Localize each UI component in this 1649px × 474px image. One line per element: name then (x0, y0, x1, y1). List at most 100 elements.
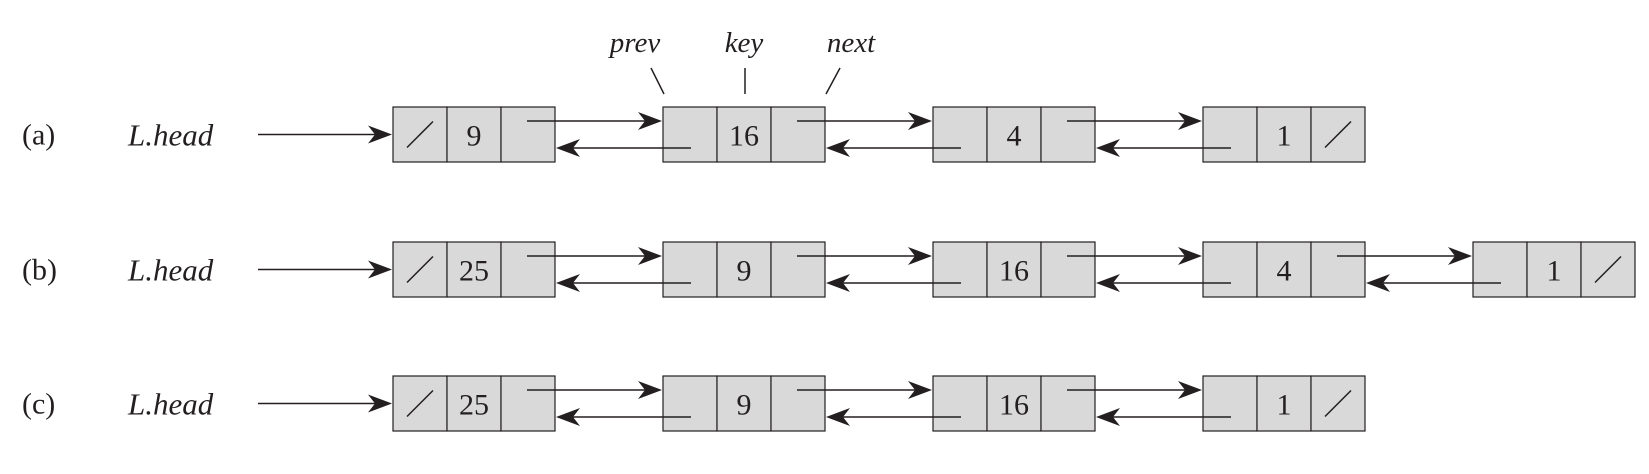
list-rows: (a) L.head 9 16 4 1 (b) L.head 25 9 16 4 1 (c) L.head 2… (22, 106, 1636, 432)
next-cell (500, 106, 556, 163)
next-cell (770, 375, 826, 432)
list-node: 1 (1472, 241, 1636, 298)
next-cell (770, 241, 826, 298)
next-link-arrowhead (1178, 112, 1202, 130)
prev-field-pointer (650, 67, 665, 95)
head-label: L.head (127, 387, 214, 422)
row-label: (a) (22, 119, 55, 152)
node-key: 16 (999, 389, 1029, 422)
node-key: 16 (999, 255, 1029, 288)
nil-next-slash (1594, 255, 1622, 284)
prev-cell (1472, 241, 1528, 298)
field-labels: prev key next (608, 27, 876, 95)
head-label: L.head (127, 253, 214, 288)
prev-link-arrowhead (556, 408, 580, 426)
key-cell (446, 106, 502, 163)
nil-prev-slash (406, 389, 434, 418)
next-cell (1310, 241, 1366, 298)
list-node: 1 (1202, 375, 1366, 432)
next-cell (1040, 375, 1096, 432)
next-cell (500, 375, 556, 432)
prev-link-arrowhead (826, 408, 850, 426)
key-cell (986, 241, 1042, 298)
key-cell (986, 375, 1042, 432)
key-field-label: key (725, 27, 764, 59)
node-key: 4 (1277, 255, 1292, 288)
prev-field-label: prev (608, 27, 661, 59)
node-key: 25 (459, 389, 489, 422)
node-key: 9 (467, 120, 482, 153)
next-link-arrowhead (1448, 247, 1472, 265)
row-label: (c) (22, 388, 55, 421)
prev-cell (662, 106, 718, 163)
node-key: 1 (1277, 120, 1292, 153)
next-link-arrowhead (638, 381, 662, 399)
node-key: 1 (1547, 255, 1562, 288)
next-link-arrowhead (908, 381, 932, 399)
nil-next-slash (1324, 389, 1352, 418)
node-key: 1 (1277, 389, 1292, 422)
head-label: L.head (127, 118, 214, 153)
list-node: 9 (392, 106, 556, 163)
nil-prev-slash (406, 120, 434, 149)
head-pointer-arrowhead (368, 125, 392, 144)
prev-link-arrowhead (1096, 408, 1120, 426)
prev-cell (662, 375, 718, 432)
list-node: 1 (1202, 106, 1366, 163)
prev-cell (1202, 241, 1258, 298)
prev-cell (1202, 106, 1258, 163)
key-cell (446, 241, 502, 298)
prev-cell (932, 106, 988, 163)
prev-link-arrowhead (556, 274, 580, 292)
list-node: 16 (932, 241, 1096, 298)
prev-link-arrowhead (1096, 139, 1120, 157)
next-link-arrowhead (638, 112, 662, 130)
list-row: (c) L.head 25 9 16 1 (22, 375, 1366, 432)
next-cell (500, 241, 556, 298)
key-cell (1256, 241, 1312, 298)
list-row: (b) L.head 25 9 16 4 1 (22, 241, 1636, 298)
prev-cell (1202, 375, 1258, 432)
prev-link-arrowhead (1096, 274, 1120, 292)
prev-link-arrowhead (556, 139, 580, 157)
next-cell (1040, 241, 1096, 298)
node-key: 4 (1007, 120, 1022, 153)
list-node: 16 (932, 375, 1096, 432)
node-key: 9 (737, 389, 752, 422)
node-key: 16 (729, 120, 759, 153)
next-link-arrowhead (638, 247, 662, 265)
key-cell (716, 106, 772, 163)
key-cell (1256, 375, 1312, 432)
prev-link-arrowhead (1366, 274, 1390, 292)
next-link-arrowhead (908, 247, 932, 265)
prev-cell (932, 375, 988, 432)
list-node: 9 (662, 375, 826, 432)
node-key: 25 (459, 255, 489, 288)
next-link-arrowhead (908, 112, 932, 130)
prev-cell (932, 241, 988, 298)
nil-prev-slash (406, 255, 434, 284)
list-node: 16 (662, 106, 826, 163)
next-field-pointer (825, 67, 841, 95)
next-field-label: next (827, 27, 876, 59)
prev-link-arrowhead (826, 274, 850, 292)
list-node: 25 (392, 375, 556, 432)
list-node: 25 (392, 241, 556, 298)
next-cell (770, 106, 826, 163)
prev-link-arrowhead (826, 139, 850, 157)
next-link-arrowhead (1178, 381, 1202, 399)
list-node: 4 (1202, 241, 1366, 298)
list-node: 9 (662, 241, 826, 298)
node-key: 9 (737, 255, 752, 288)
nil-next-slash (1324, 120, 1352, 149)
list-node: 4 (932, 106, 1096, 163)
next-link-arrowhead (1178, 247, 1202, 265)
prev-cell (662, 241, 718, 298)
row-label: (b) (22, 254, 57, 287)
next-cell (1040, 106, 1096, 163)
head-pointer-arrowhead (368, 260, 392, 279)
key-cell (986, 106, 1042, 163)
head-pointer-arrowhead (368, 394, 392, 413)
list-row: (a) L.head 9 16 4 1 (22, 106, 1366, 163)
